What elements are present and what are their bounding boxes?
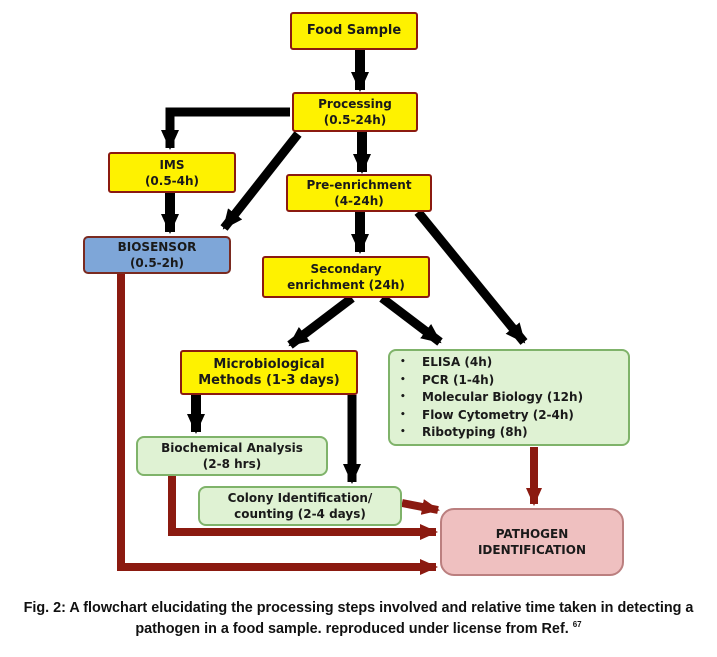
flowchart: Food Sample Processing (0.5-24h) IMS (0.… [83,12,630,576]
caption-ref: 67 [572,620,582,630]
ims-time: (0.5-4h) [144,173,200,188]
biosensor-box: BIOSENSOR (0.5-2h) [83,236,231,274]
caption-text: Fig. 2: A flowchart elucidating the proc… [23,600,694,637]
list-item: • ELISA (4h) [400,354,622,372]
pre-enrichment-time: (4-24h) [334,194,384,208]
rapid-methods-list: • ELISA (4h) • PCR (1-4h) • Molecular Bi… [388,349,630,446]
rapid-methods-box [388,349,630,446]
pre-enrichment-label: Pre-enrichment [306,178,412,192]
bullet-icon: • [400,392,406,402]
list-item: • Ribotyping (8h) [400,424,622,442]
pre-enrichment-box: Pre-enrichment (4-24h) [286,174,432,212]
bullet-icon: • [400,409,406,420]
arrow-biosensor-to-pathogen [117,274,438,575]
processing-label: Processing [318,97,392,111]
food-sample-box: Food Sample [290,12,418,50]
bullet-icon: • [400,427,406,437]
arrow-processing-to-biosensor [220,131,302,231]
arrow-processing-to-ims [161,107,290,150]
rapid-method-elisa: ELISA (4h) [422,355,493,369]
list-item: • PCR (1-4h) [400,372,622,390]
arrow-pre-enrichment-to-rapid-methods [414,209,528,345]
figure-caption: Fig. 2: A flowchart elucidating the proc… [0,598,717,640]
rapid-method-molecular-biology: Molecular Biology (12h) [422,390,584,404]
colony-identification-time: counting (2-4 days) [234,507,366,521]
colony-identification-label: Colony Identification/ [227,491,373,505]
list-item: • Molecular Biology (12h) [400,389,622,407]
microbiological-methods-box: Microbiological Methods (1-3 days) [180,350,358,395]
ims-label: IMS [159,157,185,172]
processing-time: (0.5-24h) [323,113,387,127]
microbiological-time: Methods (1-3 days) [198,372,340,388]
biochemical-analysis-label: Biochemical Analysis [161,441,303,455]
secondary-enrichment-label: Secondary [310,262,382,276]
flowchart-arrows [117,50,542,575]
list-item: • Flow Cytometry (2-4h) [400,407,622,425]
processing-box: Processing (0.5-24h) [292,92,418,132]
biochemical-analysis-box: Biochemical Analysis (2-8 hrs) [136,436,328,476]
colony-identification-box: Colony Identification/ counting (2-4 day… [198,486,402,526]
secondary-enrichment-time: enrichment (24h) [287,278,405,292]
identification-label: IDENTIFICATION [477,543,587,557]
food-sample-label: Food Sample [306,23,402,38]
arrow-secondary-to-microbiological [287,294,355,349]
arrow-biochemical-to-pathogen [168,476,438,540]
microbiological-label: Microbiological [213,356,325,372]
rapid-method-pcr: PCR (1-4h) [422,372,495,387]
arrow-colony-to-pathogen [401,499,440,515]
biochemical-analysis-time: (2-8 hrs) [202,457,262,471]
biosensor-time: (0.5-2h) [129,256,185,270]
ims-box: IMS (0.5-4h) [108,152,236,193]
bullet-icon: • [400,357,406,367]
rapid-method-flow-cytometry: Flow Cytometry (2-4h) [422,407,574,422]
secondary-enrichment-box: Secondary enrichment (24h) [262,256,430,298]
arrow-secondary-to-rapid-methods [379,294,443,346]
rapid-method-ribotyping: Ribotyping (8h) [422,425,528,439]
pathogen-identification-box: PATHOGEN IDENTIFICATION [440,508,624,576]
biosensor-label: BIOSENSOR [117,240,197,254]
pathogen-label: PATHOGEN [495,527,569,541]
bullet-icon: • [400,374,406,385]
